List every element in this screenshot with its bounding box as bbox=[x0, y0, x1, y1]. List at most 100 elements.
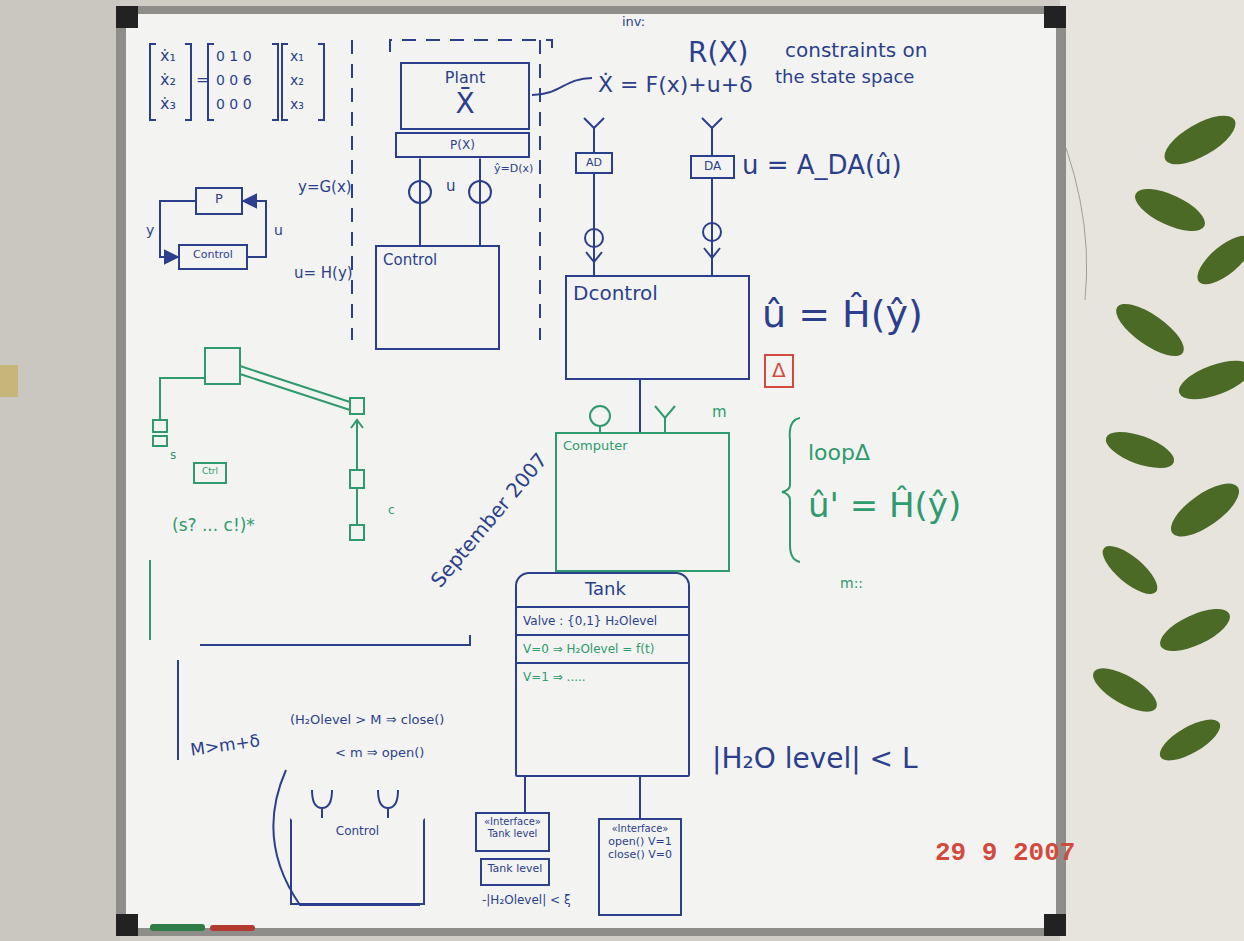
interface-box: «Interface» Tank level bbox=[475, 812, 550, 852]
frame-corner bbox=[1044, 6, 1066, 28]
node-text: Valve : {0,1} H₂Olevel bbox=[517, 614, 688, 636]
controller-outline bbox=[273, 770, 420, 905]
frame-corner bbox=[1044, 914, 1066, 936]
control-box: Control bbox=[375, 245, 500, 350]
board-label: x₁ bbox=[290, 48, 304, 65]
guard-line bbox=[200, 635, 470, 645]
node-title: Control bbox=[298, 824, 417, 838]
loop-brace bbox=[782, 418, 800, 562]
left-wall bbox=[0, 0, 120, 941]
board-frame bbox=[116, 6, 1066, 936]
node-title: DA bbox=[696, 159, 729, 173]
plant-curve bbox=[532, 78, 592, 95]
node-title: Computer bbox=[563, 438, 722, 454]
board-label: Ẋ = F(x)+u+δ bbox=[598, 72, 753, 98]
sticky-note bbox=[0, 365, 18, 397]
sensor-box bbox=[205, 348, 240, 384]
red-highlight-box bbox=[765, 355, 793, 387]
marker-pen bbox=[210, 925, 255, 931]
tank-class-box: TankValve : {0,1} H₂OlevelV=0 ⇒ H₂Olevel… bbox=[515, 572, 690, 777]
blue-ink-drawing bbox=[150, 40, 722, 905]
board-label: u bbox=[446, 177, 456, 195]
control-mini-box: Control bbox=[178, 244, 248, 270]
node-title: «Interface» Tank level bbox=[480, 816, 545, 840]
board-label: loopΔ bbox=[808, 440, 870, 466]
board-label: ẋ₁ bbox=[160, 46, 176, 65]
board-label: y=G(x) bbox=[298, 178, 352, 196]
board-label: < m ⇒ open() bbox=[335, 745, 424, 761]
board-label: u = A_DA(û) bbox=[742, 150, 902, 181]
connector-line bbox=[524, 777, 526, 812]
ad-converter: AD bbox=[575, 152, 613, 174]
board-label: (s? ... c!)* bbox=[172, 515, 255, 535]
controller-box: Control bbox=[290, 818, 425, 905]
dcontrol-box: Dcontrol bbox=[565, 275, 750, 380]
frame-corner bbox=[116, 914, 138, 936]
board-label: û = Ĥ(ŷ) bbox=[762, 292, 923, 338]
board-label: 29 9 2007 bbox=[935, 838, 1075, 869]
board-label: ẋ₂ bbox=[160, 70, 176, 89]
node-title: P bbox=[201, 191, 237, 207]
board-label: the state space bbox=[775, 66, 914, 88]
node-title: Control bbox=[383, 251, 492, 269]
plant-mini-box: P bbox=[195, 187, 243, 215]
frame-corner bbox=[116, 6, 138, 28]
board-label: y bbox=[146, 222, 154, 239]
node-text: V=1 ⇒ ..... bbox=[523, 670, 682, 684]
port-symbol bbox=[584, 118, 604, 152]
board-label: û' = Ĥ(ŷ) bbox=[808, 485, 961, 526]
node-title: Plant bbox=[408, 68, 522, 87]
board-label: ŷ=D(x) bbox=[494, 162, 533, 175]
board-label: -|H₂Olevel| < ξ bbox=[482, 893, 571, 907]
connector-line bbox=[711, 179, 713, 275]
board-label: c bbox=[388, 503, 395, 517]
board-label: u= H(y) bbox=[294, 264, 353, 282]
board-label: (H₂Olevel > M ⇒ close() bbox=[290, 712, 444, 728]
plant-band: P(X) bbox=[395, 132, 530, 158]
computer-box: Computer bbox=[555, 432, 730, 572]
board-label: m bbox=[712, 403, 727, 421]
da-converter: DA bbox=[690, 155, 735, 179]
node-title: Control bbox=[184, 248, 242, 261]
valve-interface-box: «Interface»open() V=1 close() V=0 bbox=[598, 818, 682, 916]
board-label: ẋ₃ bbox=[160, 94, 176, 113]
port-symbol bbox=[655, 406, 675, 432]
plant-box: PlantX̄ bbox=[400, 62, 530, 130]
connector-line bbox=[479, 158, 481, 245]
ctrl-mini-box: Ctrl bbox=[193, 462, 227, 484]
board-label: 0 0 0 bbox=[216, 96, 252, 113]
node-title: P(X) bbox=[403, 138, 522, 152]
connector-line bbox=[639, 380, 641, 432]
tank-level-box: Tank level bbox=[480, 858, 550, 886]
node-text: V=0 ⇒ H₂Olevel = f(t) bbox=[517, 642, 688, 664]
board-label: 0 1 0 bbox=[216, 48, 252, 65]
socket-symbol bbox=[590, 406, 610, 426]
node-title: «Interface» bbox=[604, 823, 676, 835]
connector-line bbox=[419, 158, 421, 245]
board-label: inv: bbox=[622, 14, 645, 30]
board-label: = bbox=[196, 70, 209, 89]
right-wall bbox=[1060, 0, 1244, 941]
node-text: X̄ bbox=[408, 87, 522, 121]
board-label: u bbox=[274, 222, 283, 239]
node-title: AD bbox=[581, 156, 607, 169]
board-label: R(X) bbox=[688, 36, 748, 70]
connector-line bbox=[593, 174, 595, 275]
board-label: x₃ bbox=[290, 96, 304, 113]
node-text: open() V=1 close() V=0 bbox=[604, 835, 676, 861]
board-label: s bbox=[170, 448, 176, 462]
node-title: Tank bbox=[517, 578, 688, 608]
board-label: Δ bbox=[772, 358, 786, 382]
board-label: 0 0 6 bbox=[216, 72, 252, 89]
board-label: constraints on bbox=[785, 38, 927, 62]
node-title: Dcontrol bbox=[573, 281, 742, 305]
board-label: |H₂O level| < L bbox=[712, 742, 918, 776]
green-ink-drawing bbox=[150, 348, 800, 640]
matrix-bracket bbox=[150, 44, 156, 120]
plant-leaves bbox=[1087, 106, 1244, 768]
marker-pen bbox=[150, 924, 205, 931]
board-label: x₂ bbox=[290, 72, 304, 89]
board-surface bbox=[126, 14, 1056, 928]
